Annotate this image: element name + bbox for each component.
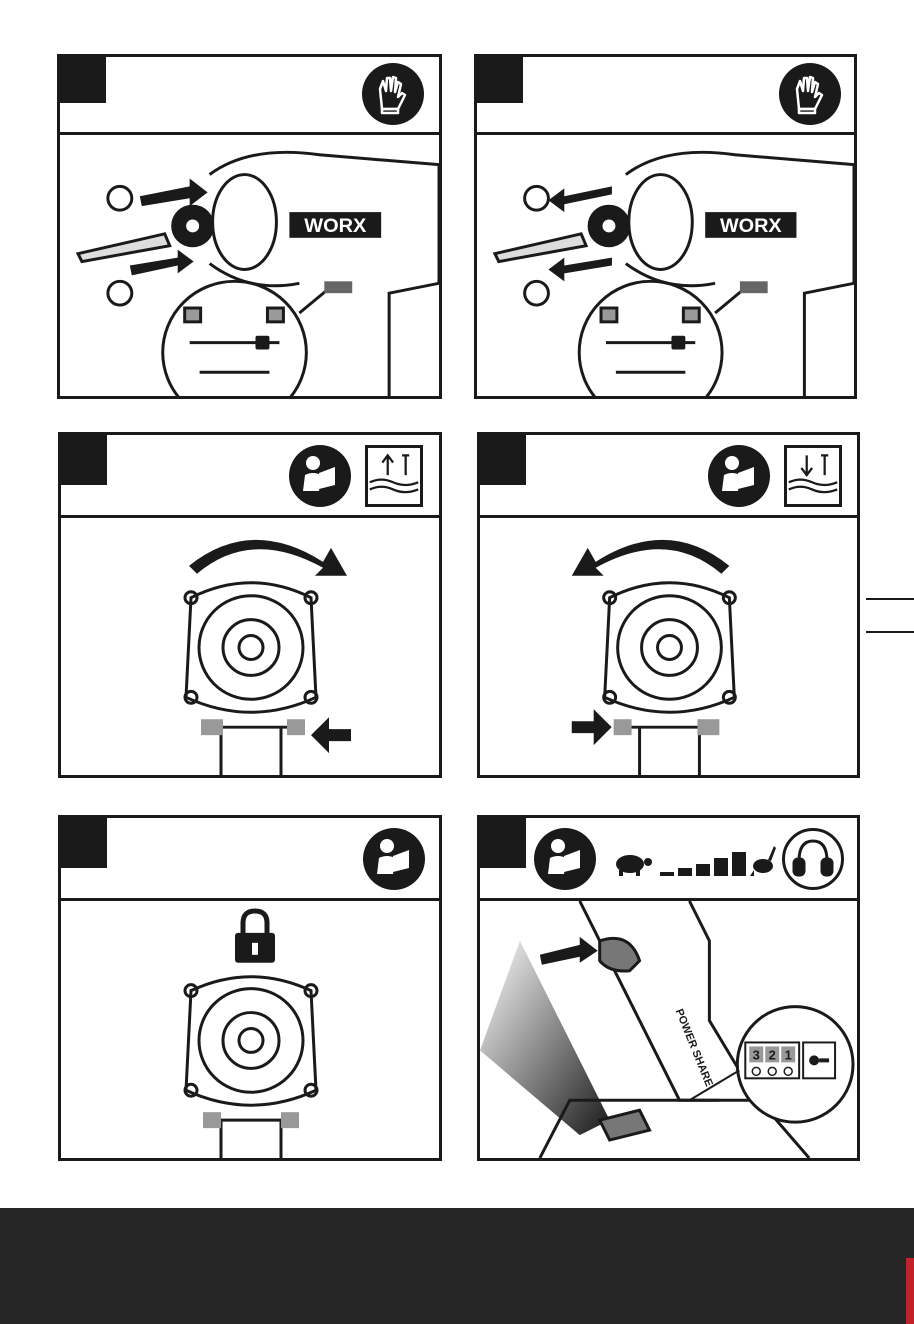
panel-header	[61, 818, 439, 901]
panel-header	[60, 57, 439, 135]
read-manual-icon	[708, 445, 770, 507]
panel-header	[477, 57, 854, 135]
mode-label-1: 1	[785, 1047, 792, 1062]
speed-range-icon	[608, 842, 778, 882]
turtle-icon	[616, 855, 652, 876]
mode-selector-inset: 3 2 1	[689, 1007, 853, 1123]
step-number-box	[480, 818, 526, 868]
footer-band	[0, 1208, 914, 1324]
tool-illustration: WORX	[60, 135, 439, 396]
screw-out-icon	[365, 445, 423, 507]
panel-4	[477, 432, 860, 778]
brand-logo: WORX	[720, 215, 782, 237]
step-number-box	[61, 435, 107, 485]
panel-5	[58, 815, 442, 1161]
screw-in-icon	[784, 445, 842, 507]
read-manual-icon	[289, 445, 351, 507]
mode-label-2: 2	[769, 1047, 776, 1062]
panel-header	[480, 818, 857, 901]
read-manual-icon	[534, 828, 596, 890]
gloves-icon	[779, 63, 841, 125]
tool-illustration: WORX	[477, 135, 854, 396]
rabbit-icon	[750, 846, 776, 876]
tool-front-view	[61, 518, 439, 775]
page-tab-mark-bottom	[866, 631, 914, 633]
step-number-box	[477, 57, 523, 103]
panel-2: WORX	[474, 54, 857, 399]
brand-logo: WORX	[304, 215, 367, 237]
step-number-box	[60, 57, 106, 103]
trigger-mode-illustration: POWER SHARE 3 2 1	[480, 901, 857, 1158]
panel-6: POWER SHARE 3 2 1	[477, 815, 860, 1161]
speed-bars-icon	[660, 852, 746, 876]
footer-accent	[906, 1258, 914, 1324]
lock-icon	[235, 911, 275, 963]
page-tab-mark-top	[866, 598, 914, 600]
read-manual-icon	[363, 828, 425, 890]
panel-1: WORX	[57, 54, 442, 399]
tool-front-view-locked	[61, 901, 439, 1158]
gloves-icon	[362, 63, 424, 125]
step-number-box	[480, 435, 526, 485]
panel-header	[480, 435, 857, 518]
ear-protection-icon	[782, 828, 844, 890]
panel-header	[61, 435, 439, 518]
tool-front-view	[480, 518, 857, 775]
panel-3	[58, 432, 442, 778]
mode-label-3: 3	[753, 1047, 760, 1062]
step-number-box	[61, 818, 107, 868]
